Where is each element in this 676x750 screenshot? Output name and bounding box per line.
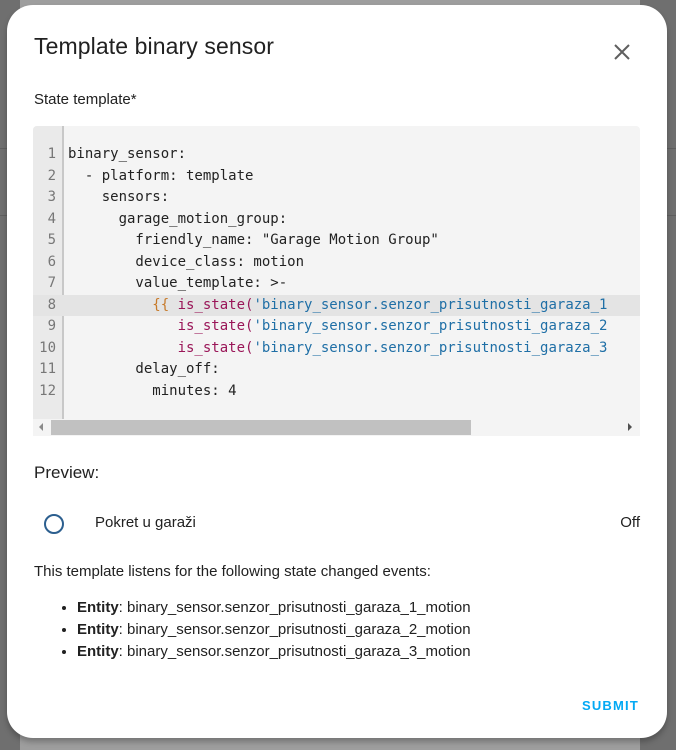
code-line[interactable]: 11 delay_off: [33,359,640,381]
code-line[interactable]: 7 value_template: >- [33,273,640,295]
code-line[interactable]: 2 - platform: template [33,166,640,188]
circle-outline-icon [44,514,64,534]
horizontal-scrollbar[interactable] [33,419,640,436]
code-text: binary_sensor: [68,146,187,162]
code-text: {{ is_state('binary_sensor.senzor_prisut… [152,296,608,313]
submit-button[interactable]: SUBMIT [581,698,639,713]
state-template-label: State template* [34,91,137,108]
listened-entities-list: Entity: binary_sensor.senzor_prisutnosti… [57,597,471,663]
line-number: 5 [47,232,56,248]
preview-entity-state: Off [620,514,640,531]
dialog-title: Template binary sensor [34,33,274,59]
code-text: device_class: motion [68,253,305,270]
code-line[interactable]: 10 is_state('binary_sensor.senzor_prisut… [33,338,640,360]
preview-entity-name[interactable]: Pokret u garaži [95,514,196,531]
code-text: is_state('binary_sensor.senzor_prisutnos… [177,339,608,356]
code-text: delay_off: [68,361,220,377]
close-button[interactable] [607,37,637,67]
scroll-right-arrow-icon[interactable] [628,423,632,431]
close-icon [614,44,630,60]
list-item: Entity: binary_sensor.senzor_prisutnosti… [77,619,471,641]
entity-id: : binary_sensor.senzor_prisutnosti_garaz… [118,621,471,638]
line-number: 6 [47,253,56,270]
code-text: minutes: 4 [68,382,237,399]
code-line[interactable]: 1 binary_sensor: [33,144,640,166]
entity-label: Entity [77,621,119,638]
line-number: 12 [39,382,56,399]
line-number: 8 [47,296,56,313]
entity-label: Entity [77,599,119,616]
code-text: is_state('binary_sensor.senzor_prisutnos… [177,318,608,334]
line-number: 2 [47,167,56,184]
line-number: 10 [39,339,56,356]
listens-description: This template listens for the following … [34,563,431,580]
line-number: 4 [47,210,56,227]
code-line[interactable]: 3 sensors: [33,187,640,209]
line-number: 11 [39,361,56,377]
code-text: garage_motion_group: [68,210,288,227]
line-number: 7 [47,275,56,291]
list-item: Entity: binary_sensor.senzor_prisutnosti… [77,597,471,619]
code-line[interactable]: 9 is_state('binary_sensor.senzor_prisutn… [33,316,640,338]
code-line[interactable]: 5 friendly_name: "Garage Motion Group" [33,230,640,252]
entity-label: Entity [77,643,119,660]
code-text: sensors: [68,189,170,205]
code-line[interactable]: 12 minutes: 4 [33,381,640,403]
code-line[interactable]: 8 {{ is_state('binary_sensor.senzor_pris… [33,294,640,316]
entity-id: : binary_sensor.senzor_prisutnosti_garaz… [118,643,471,660]
line-number-gutter [33,126,64,419]
scroll-left-arrow-icon[interactable] [39,423,43,431]
template-dialog: Template binary sensor State template* 1… [7,5,667,738]
scrollbar-thumb[interactable] [51,420,471,435]
code-text: - platform: template [68,167,254,184]
line-number: 1 [47,146,56,162]
code-text: friendly_name: "Garage Motion Group" [68,232,439,248]
preview-label: Preview: [34,463,100,482]
line-number: 3 [47,189,56,205]
code-line[interactable]: 6 device_class: motion [33,252,640,274]
code-text: value_template: >- [68,275,288,291]
code-line[interactable]: 4 garage_motion_group: [33,209,640,231]
entity-id: : binary_sensor.senzor_prisutnosti_garaz… [118,599,471,616]
list-item: Entity: binary_sensor.senzor_prisutnosti… [77,641,471,663]
line-number: 9 [47,318,56,334]
